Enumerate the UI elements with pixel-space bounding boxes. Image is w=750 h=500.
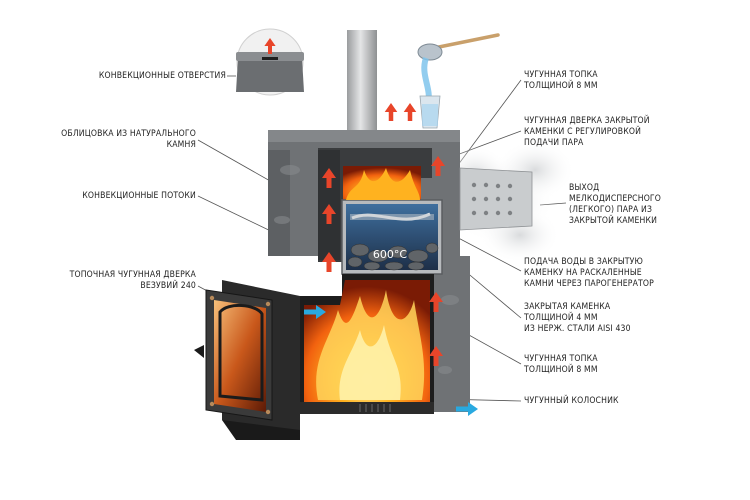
firebox-door <box>194 280 300 440</box>
label-firebox-door: ТОПОЧНАЯ ЧУГУННАЯ ДВЕРКА ВЕЗУВИЙ 240 <box>69 270 196 291</box>
convection-holes-inset <box>236 28 304 96</box>
label-closed-heater-door: ЧУГУННАЯ ДВЕРКА ЗАКРЫТОЙ КАМЕНКИ С РЕГУЛ… <box>524 116 650 148</box>
label-convection-flows: КОНВЕКЦИОННЫЕ ПОТОКИ <box>82 191 196 201</box>
label-cast-iron-firebox-top: ЧУГУННАЯ ТОПКА ТОЛЩИНОЙ 8 ММ <box>524 70 598 91</box>
label-cast-iron-firebox-bottom: ЧУГУННАЯ ТОПКА ТОЛЩИНОЙ 8 ММ <box>524 354 598 375</box>
label-convection-holes: КОНВЕКЦИОННЫЕ ОТВЕРСТИЯ <box>98 71 226 81</box>
label-grate: ЧУГУННЫЙ КОЛОСНИК <box>524 396 619 406</box>
steam-outlet-box <box>459 167 533 231</box>
label-stone-cladding: ОБЛИЦОВКА ИЗ НАТУРАЛЬНОГО КАМНЯ <box>61 129 196 150</box>
temperature-readout: 600°С <box>373 248 407 261</box>
label-closed-heater: ЗАКРЫТАЯ КАМЕНКА ТОЛЩИНОЙ 4 ММ ИЗ НЕРЖ. … <box>524 302 631 334</box>
firebox-flames <box>300 168 434 412</box>
cast-iron-grate <box>300 402 434 414</box>
label-water-supply: ПОДАЧА ВОДЫ В ЗАКРЫТУЮ КАМЕНКУ НА РАСКАЛ… <box>524 257 654 289</box>
water-ladle <box>417 33 500 129</box>
closed-heater <box>341 199 443 275</box>
label-steam-outlet: ВЫХОД МЕЛКОДИСПЕРСНОГО (ЛЕГКОГО) ПАРА ИЗ… <box>569 183 662 226</box>
